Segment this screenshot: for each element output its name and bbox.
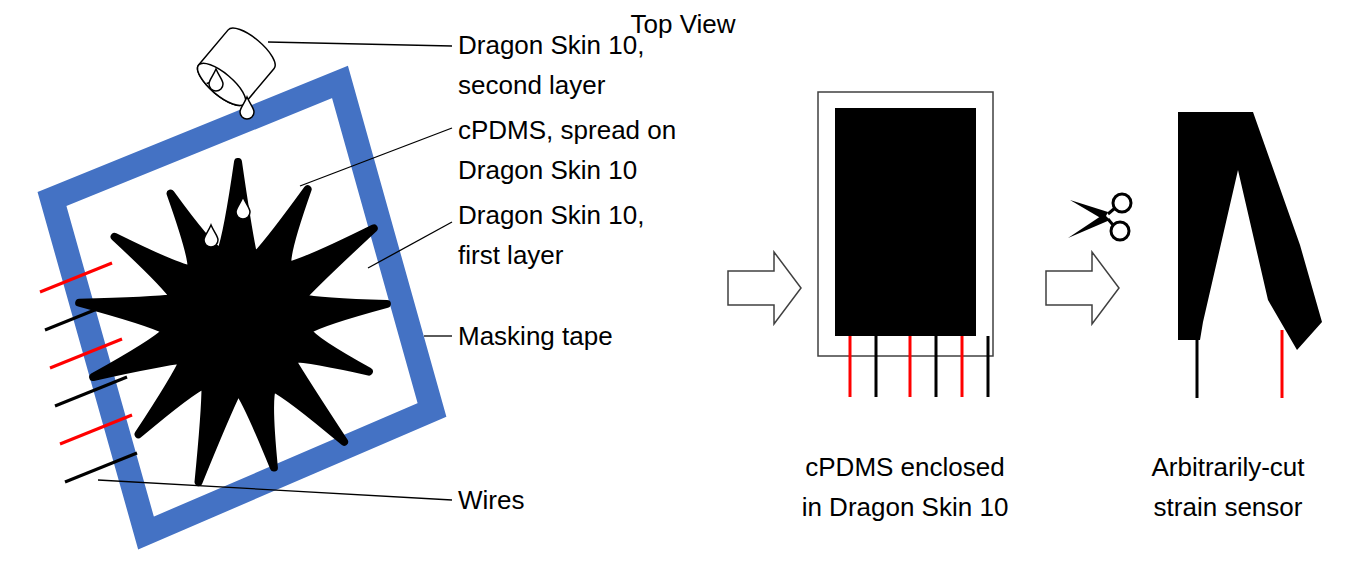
scissors-arm <box>1108 208 1115 214</box>
leader-line <box>98 480 452 500</box>
wire <box>60 415 132 444</box>
wire <box>935 336 938 397</box>
drop <box>240 97 254 119</box>
leader-line <box>368 222 452 268</box>
wire <box>40 263 112 292</box>
process-arrow <box>728 252 801 324</box>
scissors-icon <box>1068 194 1131 240</box>
part-label: cPDMS, spread on Dragon Skin 10 <box>458 110 700 190</box>
cut-sensor <box>1178 112 1322 350</box>
drop-group <box>204 69 254 247</box>
cpdms-layer <box>835 108 976 336</box>
cpdms-blob <box>79 162 387 482</box>
part-label: Dragon Skin 10, second layer <box>458 25 690 105</box>
leader-line <box>424 335 452 336</box>
wire <box>55 377 127 406</box>
wire <box>849 336 852 397</box>
stage-caption: Arbitrarily-cut strain sensor <box>1133 447 1323 527</box>
drop <box>204 225 218 247</box>
part-label: Masking tape <box>458 316 718 356</box>
part-label: Wires <box>458 480 658 520</box>
leader-group <box>98 42 452 500</box>
stage-caption: cPDMS enclosed in Dragon Skin 10 <box>796 447 1014 527</box>
wire <box>987 336 990 397</box>
cup <box>192 21 282 112</box>
cup-body <box>192 21 282 112</box>
wire <box>909 336 912 397</box>
drop <box>236 197 250 219</box>
wire <box>961 336 964 397</box>
masking-tape <box>52 82 432 533</box>
leader-line <box>300 128 452 186</box>
dragon-skin-enclosure <box>818 92 993 356</box>
scissors-handle <box>1111 222 1129 240</box>
wire <box>1281 330 1284 398</box>
leader-line <box>268 42 452 46</box>
process-arrow <box>1046 252 1119 324</box>
wire-group <box>850 336 988 397</box>
wire <box>1196 338 1199 398</box>
wire <box>65 453 137 482</box>
drop <box>209 69 223 91</box>
part-label: Dragon Skin 10, first layer <box>458 195 684 275</box>
scissors-blade <box>1070 200 1108 220</box>
scissors-arm <box>1108 219 1113 225</box>
wire <box>875 336 878 397</box>
